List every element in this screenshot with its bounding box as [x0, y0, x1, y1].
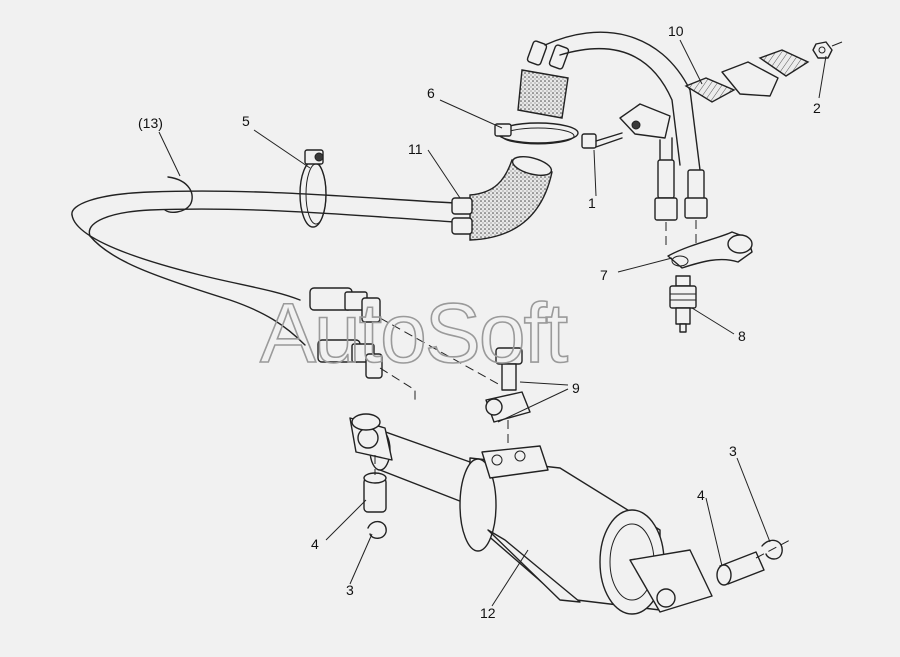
pin-4-left	[363, 455, 387, 513]
callout-4-left: 4	[311, 536, 319, 552]
callout-labels: (13) 5 6 11 10 2 1 7 8 9 3 4 4 3 12	[138, 23, 821, 621]
callout-9: 9	[572, 380, 580, 396]
callout-3-right: 3	[729, 443, 737, 459]
callout-2: 2	[813, 100, 821, 116]
clip-3-right	[755, 539, 791, 560]
hose-hook-13	[164, 176, 193, 213]
callout-12: 12	[480, 605, 496, 621]
leader-lines	[158, 39, 827, 607]
callout-4-right: 4	[697, 487, 705, 503]
callout-11: 11	[408, 141, 423, 157]
callout-5: 5	[242, 113, 250, 129]
watermark-text: AutoSoft	[260, 286, 568, 380]
bolt-1	[581, 132, 623, 149]
cylinder-12	[349, 413, 713, 615]
hose-lines	[71, 190, 456, 346]
clip-3-left	[367, 521, 387, 539]
callout-7: 7	[600, 267, 608, 283]
callout-1: 1	[588, 195, 596, 211]
hose-upper-11	[517, 31, 701, 171]
hose-clamp-5	[299, 149, 327, 228]
pipe-fittings	[654, 137, 708, 245]
callout-3-left: 3	[346, 582, 354, 598]
nut-2	[812, 41, 843, 59]
callout-13: (13)	[138, 115, 163, 131]
pin-4-right	[716, 551, 765, 586]
callout-6: 6	[427, 85, 435, 101]
callout-8: 8	[738, 328, 746, 344]
callout-10: 10	[668, 23, 684, 39]
plate-7	[667, 231, 753, 269]
hose-ends	[309, 287, 501, 400]
banjo-9	[485, 347, 531, 445]
fitting-8	[669, 275, 697, 333]
hose-elbow-11	[451, 155, 553, 241]
hose-clamp-6	[494, 122, 579, 145]
clamp-10	[619, 49, 810, 139]
